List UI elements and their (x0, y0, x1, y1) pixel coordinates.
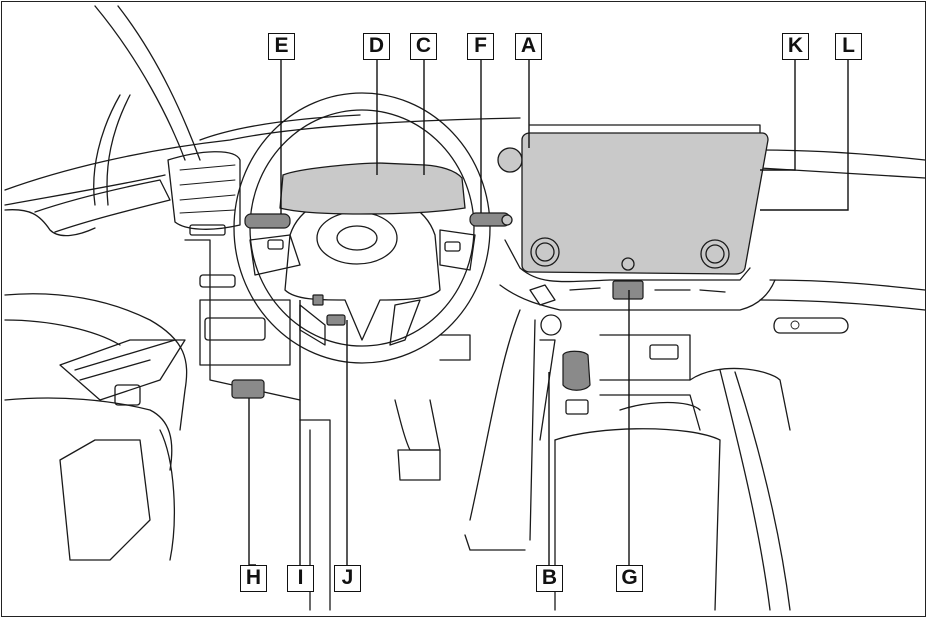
center-display (504, 132, 769, 283)
dashboard-top (4, 114, 926, 191)
part-e-lever (244, 213, 291, 229)
label-h: H (240, 565, 267, 592)
label-a: A (515, 33, 542, 60)
center-console (464, 309, 721, 611)
passenger-seat (689, 367, 791, 611)
label-b: B (536, 565, 563, 592)
label-e: E (268, 33, 295, 60)
instrument-cluster (279, 162, 466, 215)
climate-controls (499, 279, 776, 311)
multimedia-display (521, 132, 769, 275)
combination-switches (244, 212, 513, 229)
label-j: J (334, 565, 361, 592)
label-d: D (363, 33, 390, 60)
right-dashboard (759, 279, 926, 334)
label-k: K (782, 33, 809, 60)
a-pillar (93, 5, 201, 206)
part-a-button (497, 147, 523, 173)
label-i: I (287, 565, 314, 592)
label-c: C (410, 33, 437, 60)
part-b-shifter (562, 350, 591, 391)
part-h-switch (231, 379, 265, 399)
label-f: F (467, 33, 494, 60)
part-g-switch (612, 280, 644, 300)
part-i-lever (312, 294, 324, 306)
part-j-lever (326, 314, 346, 326)
label-g: G (616, 565, 643, 592)
meter-display (279, 162, 466, 215)
label-l: L (835, 33, 862, 60)
lower-dashboard (184, 239, 471, 611)
left-door-area (4, 151, 241, 561)
